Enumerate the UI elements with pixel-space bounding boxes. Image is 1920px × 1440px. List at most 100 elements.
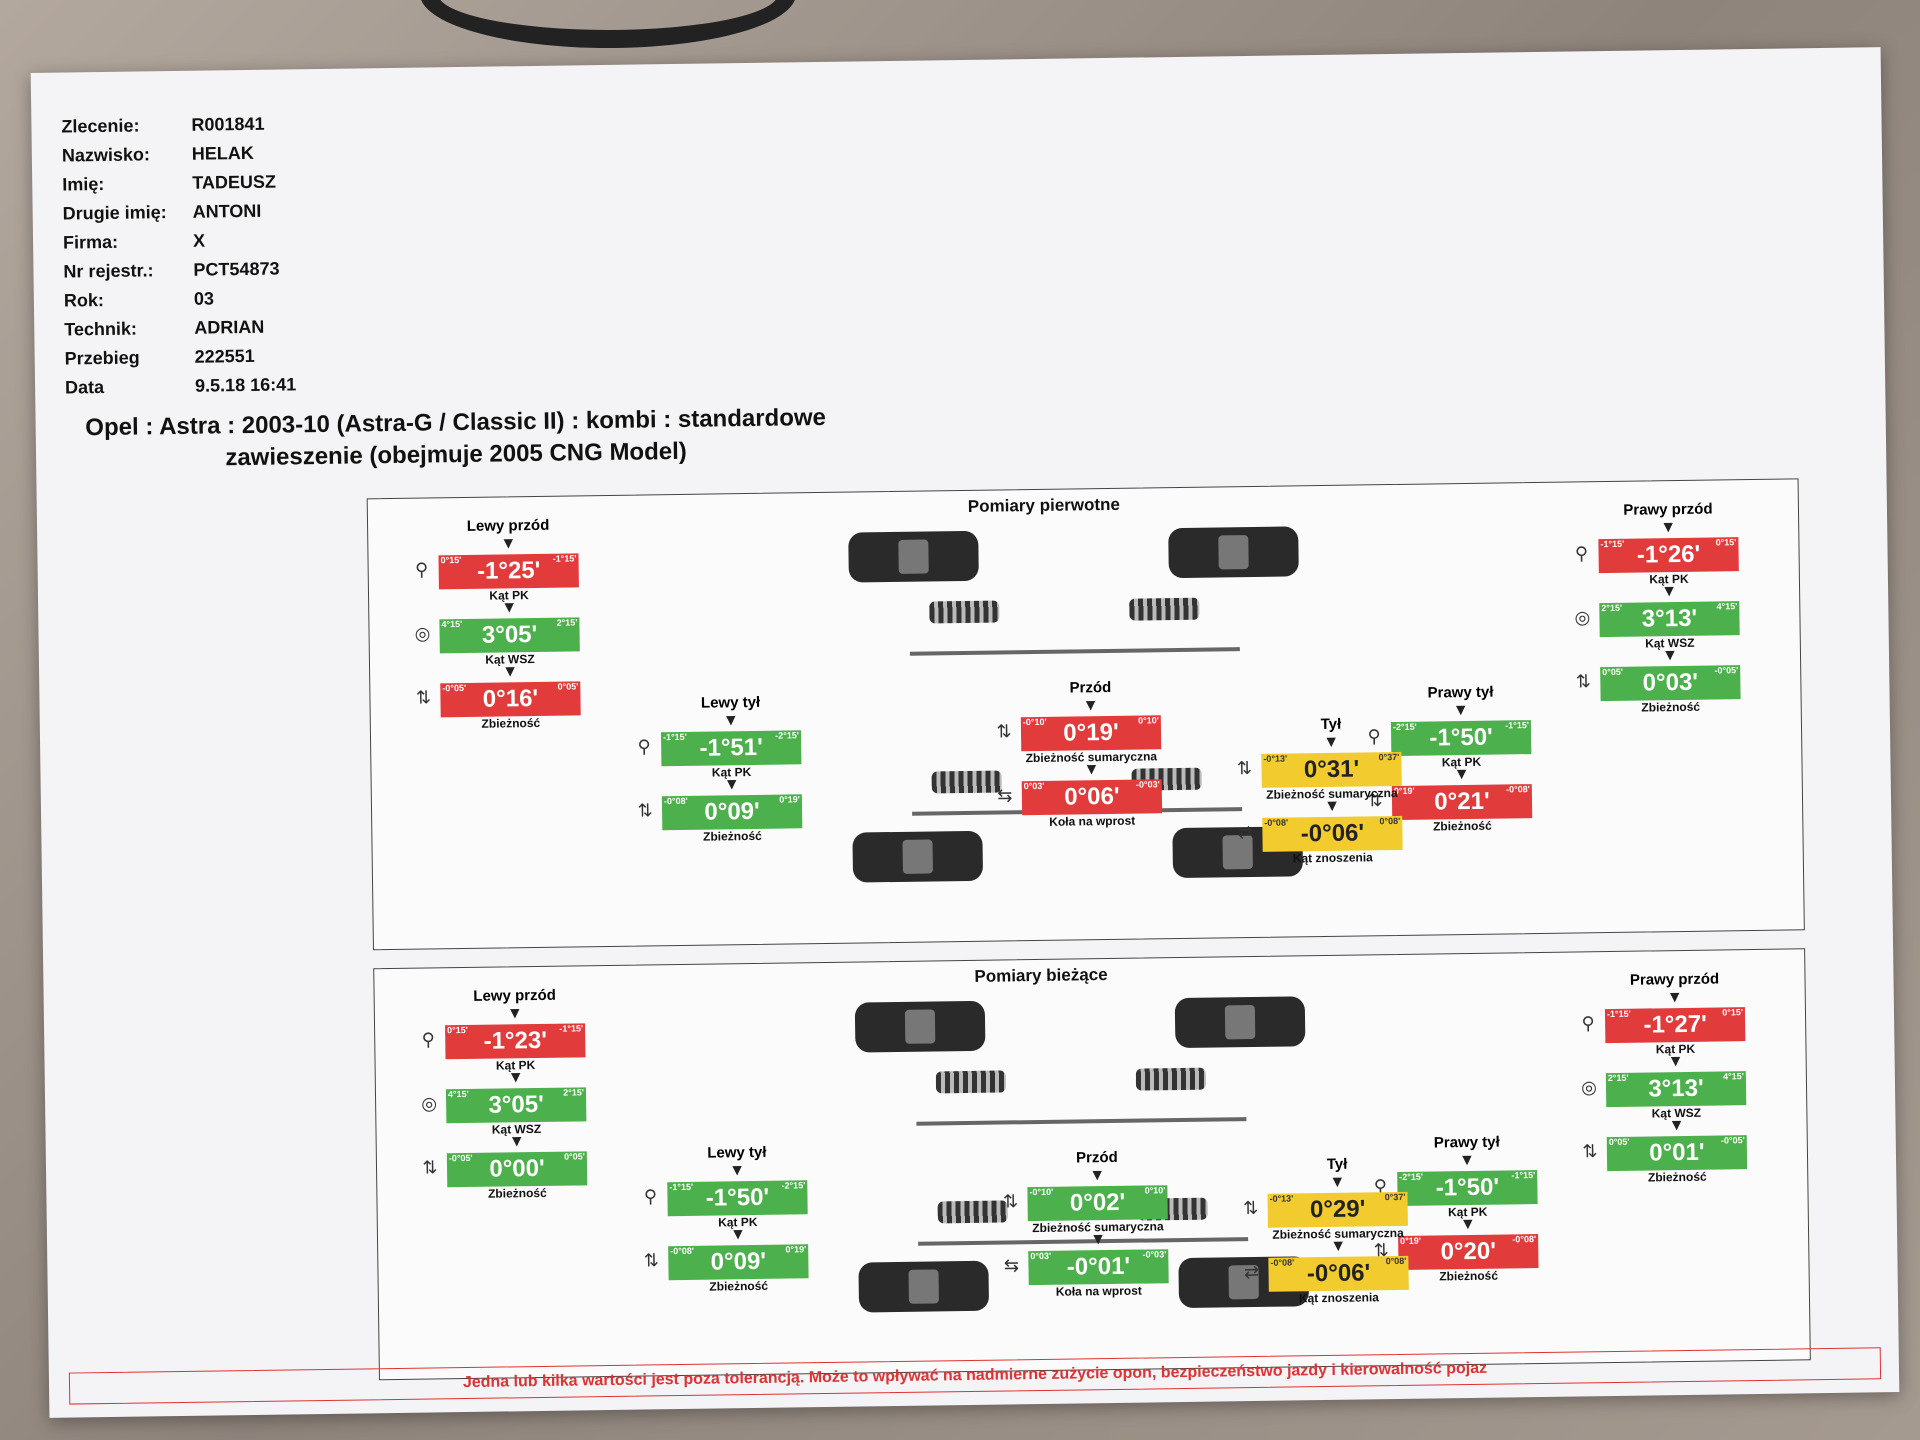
toe-icon: ⇅: [1582, 1141, 1598, 1162]
left-front: Lewy przód▼⚲0°15'-1°23'-1°15'Kąt PK▼◎4°1…: [415, 986, 618, 1201]
left-front-caster-value-text: 3°05': [488, 1090, 545, 1119]
rear-center-total-toe-measurement: ⇅-0°13'0°31'0°37'Zbieżność sumaryczna: [1231, 751, 1432, 802]
rear-center: Tył▼⇅-0°13'0°31'0°37'Zbieżność sumaryczn…: [1231, 714, 1433, 865]
left-front-toe-tolerance-max: 0°05': [557, 681, 579, 692]
thrust-icon: ⇄: [1237, 821, 1254, 843]
front-center-setback-label: Koła na wprost: [1055, 1283, 1142, 1299]
rear-center-thrust-value: -0°08'-0°06'0°08': [1262, 815, 1403, 852]
down-arrow-icon: ▼: [1089, 1167, 1106, 1185]
right-front-toe-measurement: ⇅0°05'0°01'-0°05'Zbieżność: [1577, 1135, 1778, 1185]
right-front-caster-label: Kąt WSZ: [1645, 635, 1695, 651]
right-front-camber-value-text: -1°27': [1643, 1010, 1708, 1039]
left-front-caster-measurement: ◎4°15'3°05'2°15'Kąt WSZ: [416, 1087, 617, 1137]
wheel-icon: [854, 1000, 986, 1053]
left-front-toe-value-text: 0°16': [482, 684, 539, 713]
rear-center-total-toe-value: -0°13'0°31'0°37': [1261, 751, 1402, 788]
front-center-setback-measurement: ⇆0°03'-0°01'-0°03'Koła na wprost: [998, 1249, 1199, 1299]
right-front-toe-value-text: 0°03': [1642, 668, 1699, 697]
caster-icon: ◎: [421, 1093, 438, 1114]
total-toe-icon: ⇅: [996, 721, 1012, 742]
front-center-total-toe-value: -0°10'0°02'0°10': [1027, 1185, 1168, 1222]
rear-center-total-toe-tolerance-min: -0°13': [1263, 753, 1288, 764]
left-front-caster-label: Kąt WSZ: [491, 1121, 542, 1137]
left-rear-camber-value: -1°15'-1°51'-2°15': [660, 730, 802, 767]
front-center-total-toe-tolerance-min: -0°10': [1029, 1186, 1054, 1198]
left-front-camber-label: Kąt PK: [489, 588, 529, 603]
right-front-caster-label: Kąt WSZ: [1651, 1105, 1702, 1121]
right-front-toe-tolerance-max: -0°05': [1720, 1135, 1745, 1146]
down-arrow-icon: ▼: [729, 1162, 746, 1180]
left-front-camber-measurement: ⚲ 0°15'-1°25'-1°15'Kąt PK: [408, 553, 609, 603]
left-front-camber-value: 0°15'-1°25'-1°15': [438, 553, 579, 590]
strut-icon: [1135, 1067, 1207, 1091]
rear-center-thrust-measurement: ⇄-0°08'-0°06'0°08'Kąt znoszenia: [1238, 1255, 1439, 1305]
toe-icon: ⇅: [1575, 671, 1592, 692]
right-rear-toe-tolerance-max: -0°08': [1506, 784, 1530, 795]
panel-title: Pomiary bieżące: [974, 965, 1108, 986]
left-front-caster-tolerance-max: 2°15': [556, 617, 578, 628]
left-front-toe-label: Zbieżność: [487, 1185, 547, 1201]
right-rear-camber-value-text: -1°50': [1429, 723, 1493, 752]
front-center-setback-tolerance-max: -0°03': [1135, 779, 1160, 790]
rear-center-total-toe-tolerance-max: 0°37': [1384, 1191, 1406, 1203]
left-front-camber-label: Kąt PK: [495, 1058, 536, 1073]
left-rear-camber-tolerance-min: -1°15': [669, 1181, 694, 1193]
left-rear-toe-tolerance-max: 0°19': [785, 1244, 807, 1255]
left-front-toe-value: -0°05'0°00'0°05': [446, 1151, 588, 1188]
printout-sheet: Zlecenie:R001841 Nazwisko:HELAK Imię:TAD…: [30, 47, 1900, 1418]
left-rear-toe-tolerance-max: 0°19': [779, 794, 800, 805]
down-arrow-icon: ▼: [1323, 733, 1340, 751]
rear-center-total-toe-value: -0°13'0°29'0°37': [1267, 1191, 1408, 1228]
right-front-toe-tolerance-min: 0°05': [1602, 666, 1624, 678]
rear-center-thrust-tolerance-min: -0°08': [1264, 817, 1289, 828]
down-arrow-icon: ▼: [1666, 989, 1683, 1007]
camber-icon: ⚲: [414, 559, 429, 580]
front-center-total-toe-value: -0°10'0°19'0°10': [1020, 715, 1162, 752]
right-rear-toe-tolerance-max: -0°08': [1512, 1234, 1537, 1245]
right-front-toe-value: 0°05' 0°03' -0°05': [1600, 665, 1741, 702]
toe-icon: ⇅: [643, 1250, 660, 1271]
right-front-camber-value-text: -1°26': [1636, 540, 1701, 569]
rear-center-total-toe-measurement: ⇅-0°13'0°29'0°37'Zbieżność sumaryczna: [1237, 1191, 1438, 1242]
front-axle: [909, 647, 1240, 656]
left-rear-camber-measurement: ⚲-1°15'-1°51'-2°15'Kąt PK: [631, 730, 832, 780]
front-center-title: Przód: [1075, 1148, 1118, 1167]
left-front-caster-tolerance-min: 4°15': [447, 1088, 469, 1100]
left-front-toe-label: Zbieżność: [481, 715, 541, 731]
info-row: Imię:TADEUSZ: [62, 171, 277, 195]
camber-icon: ⚲: [421, 1029, 435, 1050]
total-toe-icon: ⇅: [1002, 1191, 1019, 1212]
left-rear-toe-value: -0°08'0°09'0°19': [668, 1244, 809, 1281]
rear-center-total-toe-label: Zbieżność sumaryczna: [1272, 1225, 1404, 1242]
left-front-toe-measurement: ⇅-0°05'0°16'0°05'Zbieżność: [410, 681, 611, 731]
setback-icon: ⇆: [1003, 1255, 1020, 1276]
left-front-camber-tolerance-max: -1°15': [552, 553, 577, 564]
left-front-toe-tolerance-min: -0°05': [442, 682, 467, 694]
left-rear-camber-label: Kąt PK: [711, 764, 752, 780]
info-row: Drugie imię:ANTONI: [62, 200, 262, 224]
left-rear-toe-measurement: ⇅ -0°08'0°09'0°19'Zbieżność: [638, 1244, 839, 1294]
right-rear-title: Prawy tył: [1433, 1133, 1500, 1152]
right-front-toe-tolerance-max: -0°05': [1714, 665, 1739, 676]
wheel-icon: [858, 1260, 990, 1313]
right-rear-camber-tolerance-max: -1°15': [1505, 720, 1530, 731]
right-front-camber-tolerance-max: 0°15': [1722, 1007, 1744, 1018]
left-front-toe-tolerance-min: -0°05': [448, 1152, 473, 1164]
left-front-toe-tolerance-max: 0°05': [564, 1151, 585, 1162]
wheel-icon: [1168, 526, 1299, 579]
strut-icon: [935, 1070, 1007, 1094]
left-rear-camber-tolerance-max: -2°15': [781, 1180, 806, 1191]
thrust-icon: ⇄: [1243, 1261, 1260, 1283]
camber-icon: ⚲: [1574, 543, 1589, 564]
left-front-title: Lewy przód: [466, 516, 550, 535]
rear-center-thrust-value: -0°08'-0°06'0°08': [1268, 1255, 1409, 1292]
left-rear-toe-measurement: ⇅-0°08'0°09'0°19'Zbieżność: [632, 794, 833, 844]
info-row: Firma:X: [62, 230, 206, 253]
down-arrow-icon: ▼: [1082, 697, 1099, 715]
right-front: Prawy przód▼⚲-1°15'-1°26'0°15'Kąt PK▼◎2°…: [1568, 500, 1771, 715]
left-rear-toe-label: Zbieżność: [709, 1278, 769, 1294]
setback-icon: ⇆: [997, 785, 1013, 806]
strut-icon: [1129, 597, 1200, 621]
